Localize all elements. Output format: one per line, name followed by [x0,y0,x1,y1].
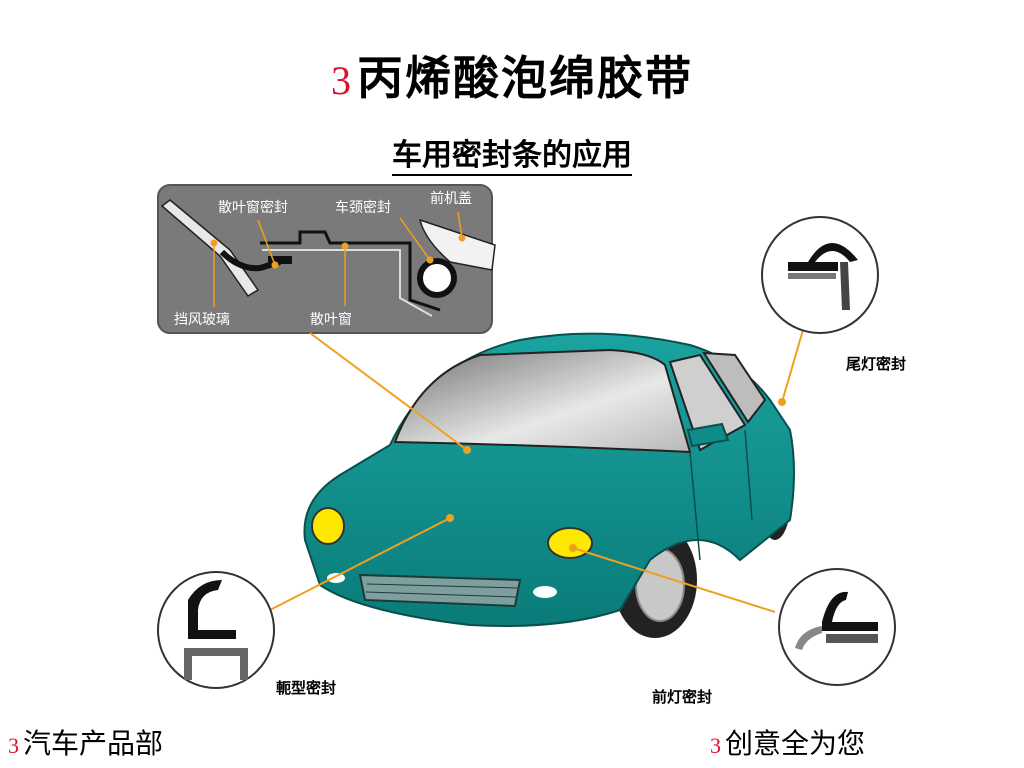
label-vent-seal: 散叶窗密封 [218,200,288,216]
label-taillight-seal: 尾灯密封 [846,355,907,373]
label-vent: 散叶窗 [310,312,352,328]
title-number: 3 [331,58,353,103]
footer-right-text: 创意全为您 [725,727,866,760]
label-hood: 前机盖 [430,191,472,207]
subtitle-text: 车用密封条的应用 [392,138,632,176]
page-subtitle: 车用密封条的应用 [0,130,1024,176]
label-u-seal: 軛型密封 [276,679,337,697]
footer-left-text: 汽车产品部 [23,727,164,760]
label-headlight-seal: 前灯密封 [652,688,713,706]
taillight-seal-detail [761,216,879,334]
footer-right-number: 3 [710,733,721,758]
title-text: 丙烯酸泡绵胶带 [357,51,693,105]
label-cowl-seal: 车颈密封 [335,200,391,216]
u-seal-detail [157,571,275,689]
car-illustration [303,332,795,638]
callout-leaders [269,329,804,613]
page-title: 3丙烯酸泡绵胶带 [0,42,1024,108]
cowl-inset-panel [157,184,496,334]
headlight-seal-detail [778,568,896,686]
label-windshield: 挡风玻璃 [174,312,230,328]
footer-left-number: 3 [8,733,19,758]
